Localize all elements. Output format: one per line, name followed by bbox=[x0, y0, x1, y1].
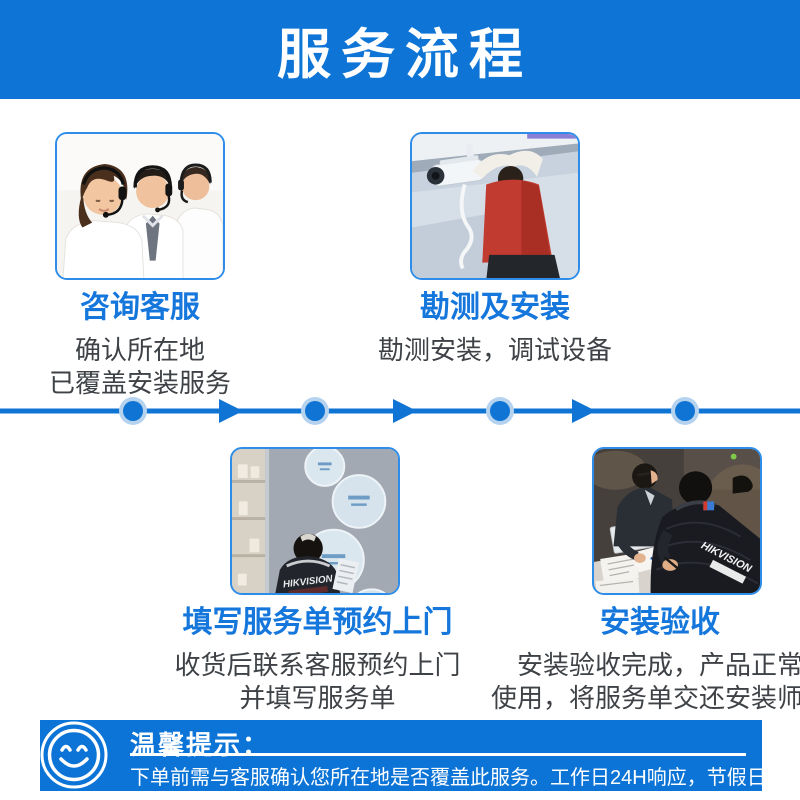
arrow-right-icon bbox=[572, 399, 596, 423]
step-dot bbox=[301, 397, 329, 425]
showroom-illustration: HIKVISION bbox=[232, 449, 398, 593]
step-consult-service: 咨询客服 确认所在地 已覆盖安装服务 bbox=[0, 290, 280, 400]
page-title: 服务流程 bbox=[277, 25, 533, 85]
tip-title: 温馨提示： bbox=[130, 730, 271, 760]
arrow-right-icon bbox=[219, 399, 243, 423]
step-title: 咨询客服 bbox=[80, 291, 200, 324]
step-title: 勘测及安装 bbox=[420, 291, 570, 324]
arrow-right-icon bbox=[393, 399, 417, 423]
step-description-line: 确认所在地 bbox=[74, 335, 205, 365]
camera-install-photo bbox=[410, 132, 580, 280]
showroom-photo: HIKVISION bbox=[230, 447, 400, 595]
step-description-line: 勘测安装，调试设备 bbox=[377, 335, 612, 365]
smiley-icon bbox=[40, 721, 108, 789]
step-description-line: 安装验收完成，产品正常 bbox=[516, 650, 800, 680]
signing-photo: HIKVISION bbox=[592, 447, 762, 595]
page-header: 服务流程 bbox=[0, 0, 800, 99]
tip-divider bbox=[130, 753, 746, 756]
camera-install-illustration bbox=[412, 134, 578, 278]
step-fill-service-order: 填写服务单预约上门 收货后联系客服预约上门 并填写服务单 bbox=[150, 605, 485, 715]
step-description-line: 已覆盖安装服务 bbox=[48, 368, 231, 398]
step-dot bbox=[671, 397, 699, 425]
step-title: 安装验收 bbox=[600, 606, 720, 639]
timeline-graphic bbox=[0, 397, 800, 425]
process-timeline bbox=[0, 396, 800, 426]
tip-note: 下单前需与客服确认您所在地是否覆盖此服务。工作日24H响应，节假日顺延！ bbox=[130, 767, 800, 789]
step-dot bbox=[486, 397, 514, 425]
step-title: 填写服务单预约上门 bbox=[182, 606, 453, 639]
step-acceptance: 安装验收 安装验收完成，产品正常 使用，将服务单交还安装师傅 bbox=[491, 605, 800, 715]
step-dot bbox=[119, 397, 147, 425]
step-survey-install: 勘测及安装 勘测安装，调试设备 bbox=[355, 290, 635, 367]
customer-service-illustration bbox=[57, 134, 223, 278]
signing-illustration: HIKVISION bbox=[594, 449, 760, 593]
customer-service-photo bbox=[55, 132, 225, 280]
step-description-line: 使用，将服务单交还安装师傅 bbox=[491, 683, 800, 713]
step-description-line: 收货后联系客服预约上门 bbox=[174, 650, 461, 680]
step-description-line: 并填写服务单 bbox=[239, 683, 396, 713]
